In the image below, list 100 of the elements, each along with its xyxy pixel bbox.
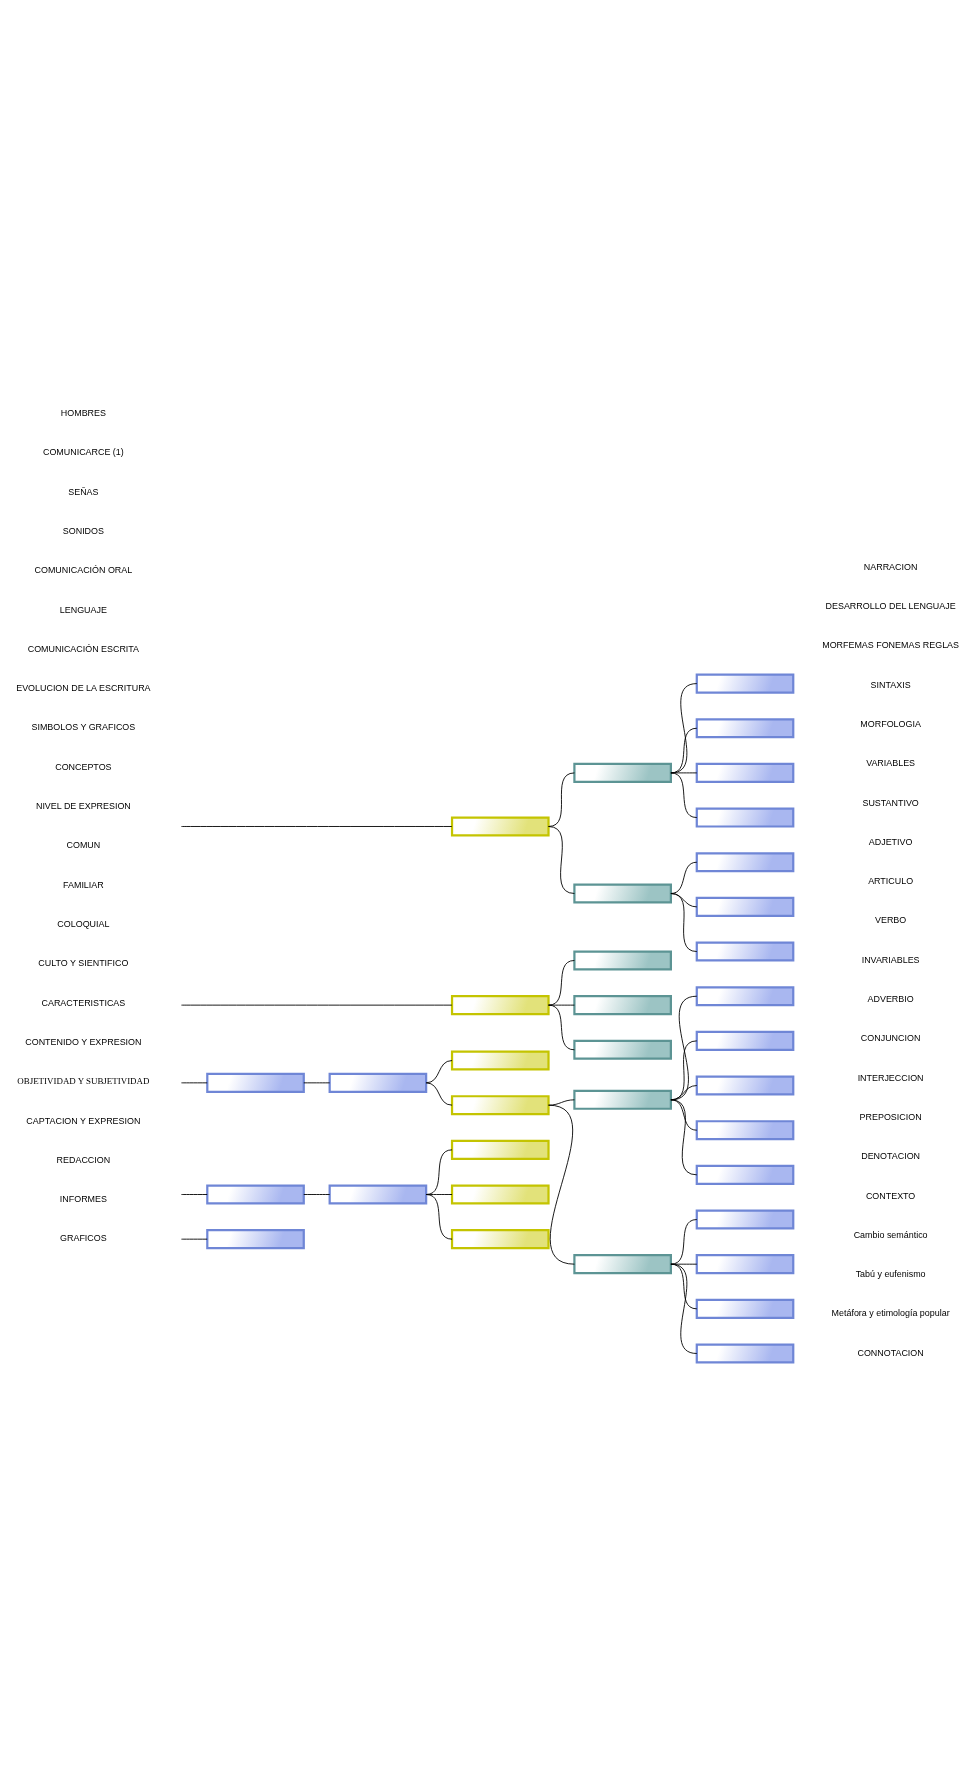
label: Tabú y eufenismo (855, 1268, 926, 1279)
connector (670, 727, 698, 773)
connector (670, 682, 698, 773)
connector (548, 1004, 575, 1050)
node-box (573, 1253, 672, 1274)
label: ADVERBIO (867, 993, 914, 1004)
connector (548, 1098, 575, 1106)
connector (670, 861, 698, 894)
label: HOMBRES (60, 407, 106, 418)
label: NARRACION (863, 561, 918, 572)
label: SEÑAS (68, 486, 99, 497)
label: MORFOLOGIA (860, 718, 921, 729)
connector (670, 1263, 698, 1354)
node-box (573, 762, 672, 783)
label: CARACTERISTICAS (41, 997, 126, 1008)
node-box (328, 1183, 428, 1205)
node-box (450, 1228, 550, 1249)
label: COMUNICACIÓN ESCRITA (27, 643, 140, 654)
node-box (695, 941, 795, 962)
label: NIVEL DE EXPRESION (35, 800, 131, 811)
label: CONJUNCION (860, 1032, 921, 1043)
connector (670, 1263, 698, 1265)
connector (548, 1104, 575, 1265)
label: MORFEMAS FONEMAS REGLAS (822, 639, 960, 650)
node-box (695, 807, 795, 828)
node-box (450, 1094, 550, 1115)
label: REDACCION (56, 1154, 111, 1165)
node-box (695, 896, 795, 917)
connector (548, 1004, 575, 1006)
node-box (573, 1089, 672, 1110)
label: DENOTACION (861, 1150, 921, 1161)
label: CONCEPTOS (55, 761, 112, 772)
label: ARTICULO (868, 875, 914, 886)
connector (670, 771, 698, 818)
label: DESARROLLO DEL LENGUAJE (825, 600, 956, 611)
label: SINTAXIS (870, 679, 911, 690)
node-box (450, 994, 550, 1015)
label: CULTO Y SIENTIFICO (38, 957, 129, 968)
node-box (695, 1119, 795, 1140)
node-box (695, 851, 795, 872)
node-box (573, 949, 672, 971)
label: FAMILIAR (63, 879, 104, 890)
connector (548, 825, 575, 894)
node-box (450, 1139, 550, 1160)
node-box (695, 1298, 795, 1319)
connector (670, 1098, 698, 1131)
connector (548, 771, 575, 827)
label: PREPOSICION (859, 1111, 922, 1122)
label: SIMBOLOS Y GRAFICOS (31, 721, 136, 732)
node-box (573, 1039, 672, 1060)
node-box (573, 994, 672, 1015)
connector (670, 1263, 698, 1309)
label: COLOQUIAL (57, 918, 110, 929)
node-box (695, 1342, 795, 1364)
node-box (450, 815, 550, 837)
label: VARIABLES (866, 757, 916, 768)
label: CONTENIDO Y EXPRESION (25, 1036, 142, 1047)
connector (425, 1059, 453, 1083)
label: Cambio semántico (853, 1229, 928, 1240)
node-box (695, 673, 795, 694)
connector (181, 825, 453, 827)
node-box (695, 985, 795, 1006)
connector (670, 995, 698, 1100)
node-box (695, 1253, 795, 1274)
node-box (206, 1228, 305, 1249)
node-box (206, 1183, 305, 1205)
label: CAPTACION Y EXPRESION (26, 1114, 141, 1125)
node-box (695, 1164, 795, 1185)
label: EVOLUCION DE LA ESCRITURA (16, 682, 151, 693)
node-box (573, 882, 672, 904)
label: ADJETIVO (868, 836, 913, 847)
connector (181, 1193, 208, 1195)
connector (303, 1193, 331, 1195)
connector (670, 1098, 698, 1175)
label: LENGUAJE (59, 604, 107, 615)
label: VERBO (874, 914, 907, 925)
label: SONIDOS (62, 525, 104, 536)
connector (548, 959, 575, 1006)
label: Metáfora y etimología popular (831, 1307, 950, 1318)
label: CONTEXTO (865, 1190, 916, 1201)
connector (425, 1148, 453, 1195)
node-box (450, 1183, 550, 1205)
label: INFORMES (59, 1193, 107, 1204)
node-box (695, 762, 795, 783)
node-box (695, 1075, 795, 1096)
label: OBJETIVIDAD Y SUBJETIVIDAD (17, 1075, 150, 1086)
connector (425, 1081, 453, 1106)
label: INTERJECCION (857, 1072, 924, 1083)
node-box (695, 717, 795, 738)
label: COMUNICARCE (1) (42, 446, 124, 457)
node-box (695, 1030, 795, 1051)
label: COMUN (66, 839, 101, 850)
label: GRAFICOS (60, 1232, 107, 1243)
label: CONNOTACION (857, 1347, 924, 1358)
connector (670, 1218, 698, 1265)
node-box (695, 1208, 795, 1230)
label: COMUNICACIÓN ORAL (34, 564, 133, 575)
label: INVARIABLES (861, 954, 920, 965)
node-box (450, 1049, 550, 1071)
label: SUSTANTIVO (862, 797, 919, 807)
